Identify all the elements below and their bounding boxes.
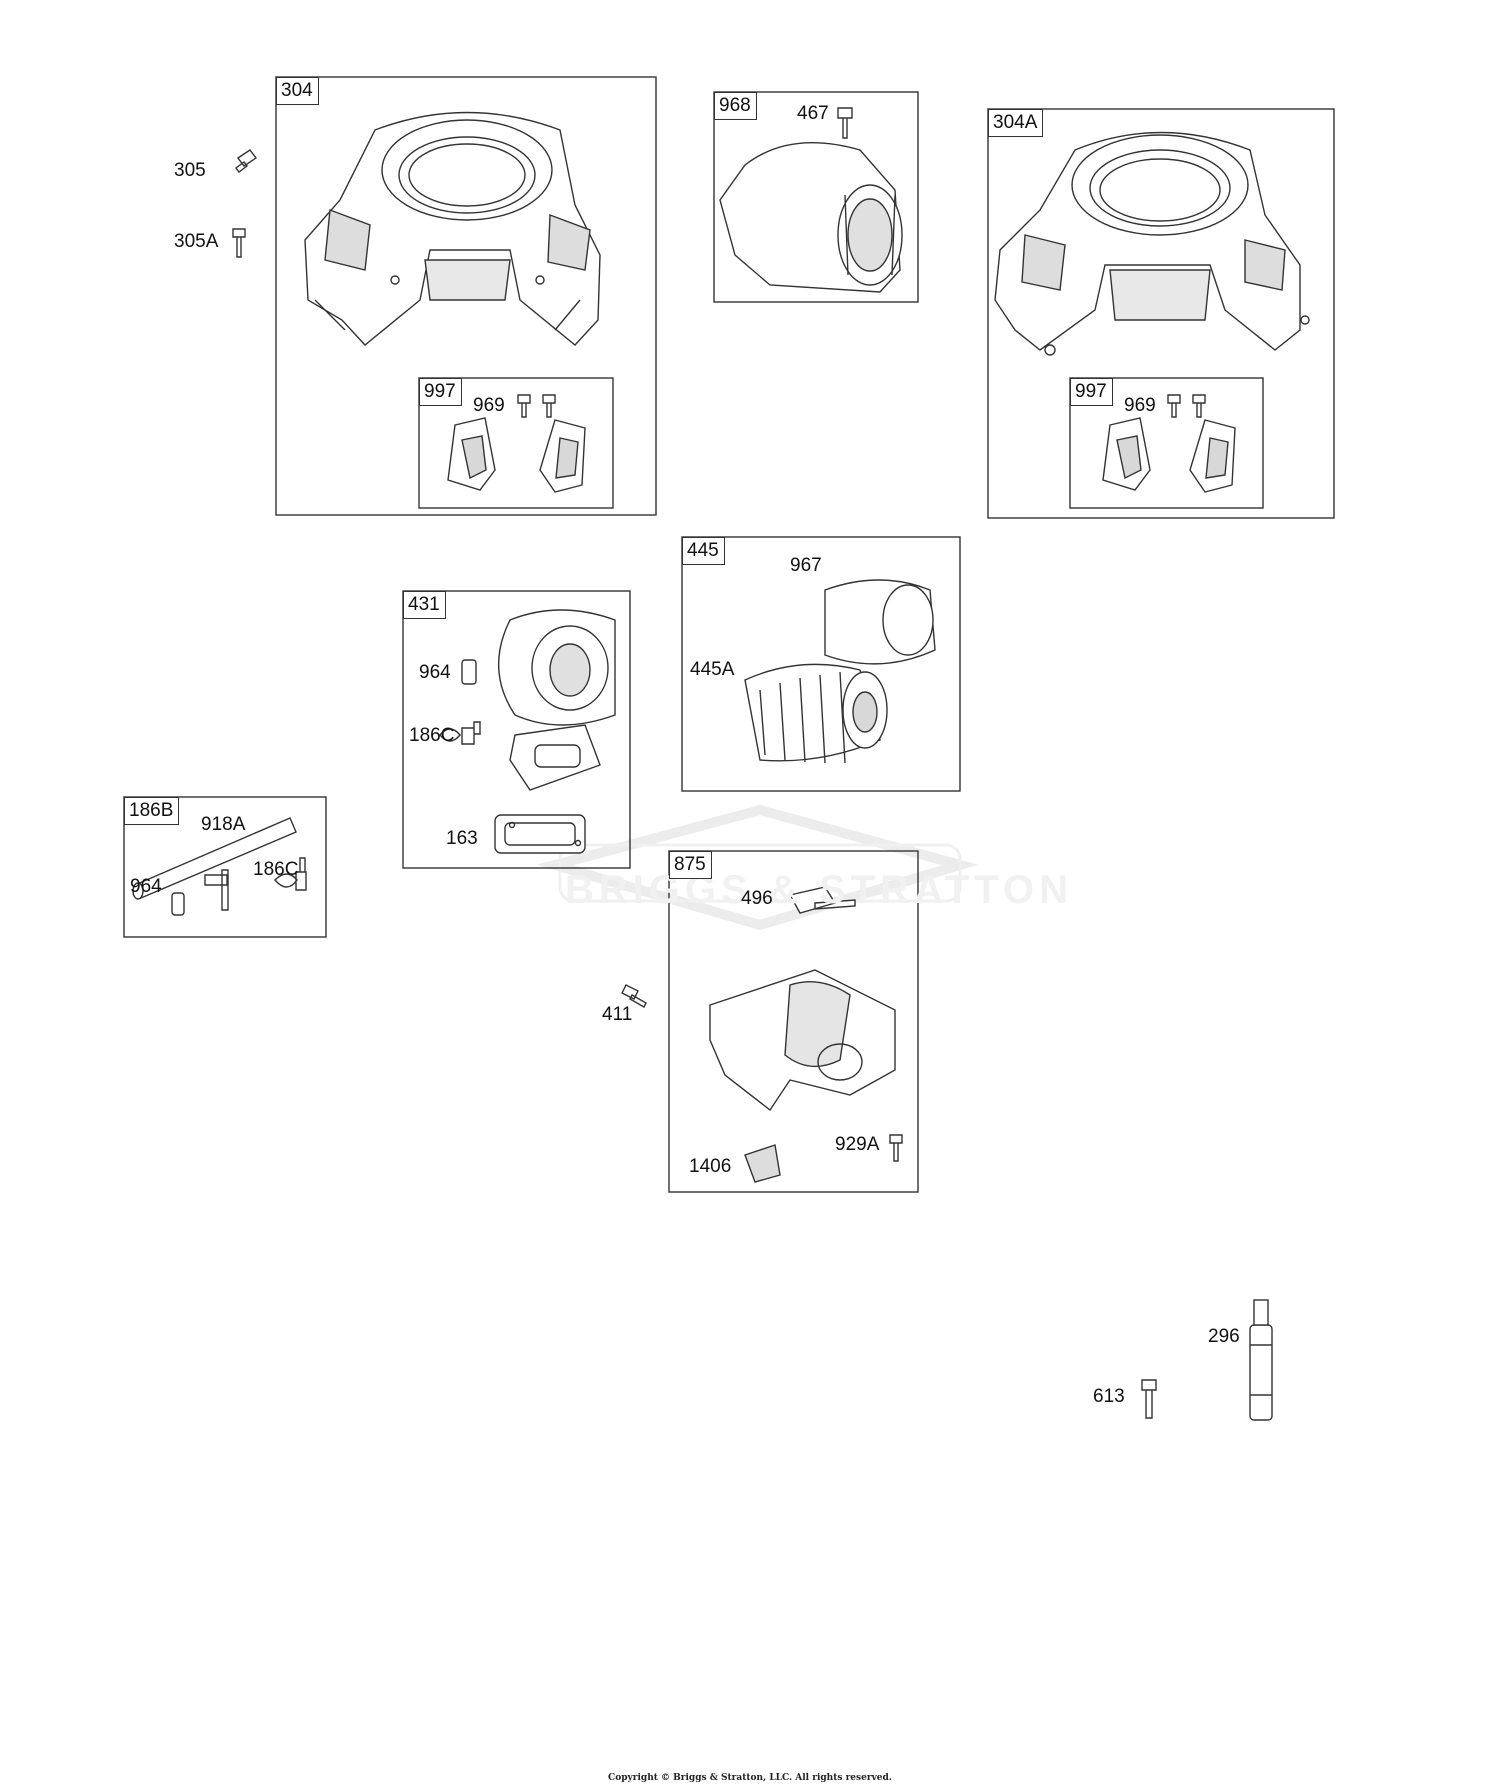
part-929A-label: 929A (835, 1134, 880, 1155)
copyright-notice: Copyright © Briggs & Stratton, LLC. All … (608, 1773, 892, 1783)
part-964-431-label: 964 (419, 662, 451, 683)
bolt-icon (837, 107, 853, 139)
bolt-icon (517, 394, 556, 418)
box-304A-label: 304A (988, 109, 1044, 137)
bolt-icon (1167, 394, 1206, 418)
blower-housing-icon (304, 111, 601, 346)
air-filter-icon (497, 609, 616, 726)
part-445A-label: 445A (690, 659, 735, 680)
air-filter-icon (744, 579, 936, 764)
box-431-label: 431 (403, 591, 446, 619)
box-997-right-label: 997 (1070, 378, 1113, 406)
deflector-icon (447, 417, 586, 493)
blower-housing-icon (994, 131, 1310, 356)
fitting-icon (171, 857, 307, 916)
part-969-left-label: 969 (473, 395, 505, 416)
seal-icon (744, 1144, 781, 1183)
part-969-right-label: 969 (1124, 395, 1156, 416)
part-467-label: 467 (797, 103, 829, 124)
bolt-icon (621, 984, 903, 1162)
fitting-icon (439, 659, 481, 745)
part-613-label: 613 (1093, 1386, 1125, 1407)
box-997-right (1069, 377, 1264, 509)
base-plate-icon (509, 724, 601, 791)
box-445-label: 445 (682, 537, 725, 565)
part-496-label: 496 (741, 888, 773, 909)
box-968-label: 968 (714, 92, 757, 120)
part-967-label: 967 (790, 555, 822, 576)
part-186C-431-label: 186C (409, 725, 455, 746)
part-305-label: 305 (174, 160, 206, 181)
box-997-left (418, 377, 614, 509)
box-431 (402, 590, 631, 869)
box-875-label: 875 (669, 851, 712, 879)
air-filter-icon (719, 142, 903, 293)
hose-icon (132, 817, 297, 900)
box-997-left-label: 997 (419, 378, 462, 406)
part-411-label: 411 (602, 1004, 633, 1025)
dipstick-icon (1249, 1299, 1273, 1421)
part-918A-label: 918A (201, 814, 246, 835)
gasket-icon (494, 814, 586, 854)
deflector-icon (1102, 417, 1236, 493)
box-304 (275, 76, 657, 516)
part-1406-label: 1406 (689, 1156, 732, 1177)
bracket-icon (788, 886, 856, 914)
bolt-icon (232, 149, 258, 258)
duct-icon (709, 969, 896, 1112)
box-968 (713, 91, 919, 303)
part-305A-label: 305A (174, 231, 219, 252)
watermark-text: BRIGGS & STRATTON (565, 868, 1073, 912)
bolt-icon (1141, 1379, 1157, 1419)
watermark-outline (558, 843, 962, 903)
box-304A (987, 108, 1335, 519)
part-163-label: 163 (446, 828, 478, 849)
part-296-label: 296 (1208, 1326, 1240, 1347)
box-875 (668, 850, 919, 1193)
box-304-label: 304 (276, 77, 319, 105)
box-186B (123, 796, 327, 938)
box-186B-label: 186B (124, 797, 180, 825)
part-186C-186B-label: 186C (253, 859, 299, 880)
box-445 (681, 536, 961, 792)
part-964-186B-label: 964 (130, 876, 162, 897)
